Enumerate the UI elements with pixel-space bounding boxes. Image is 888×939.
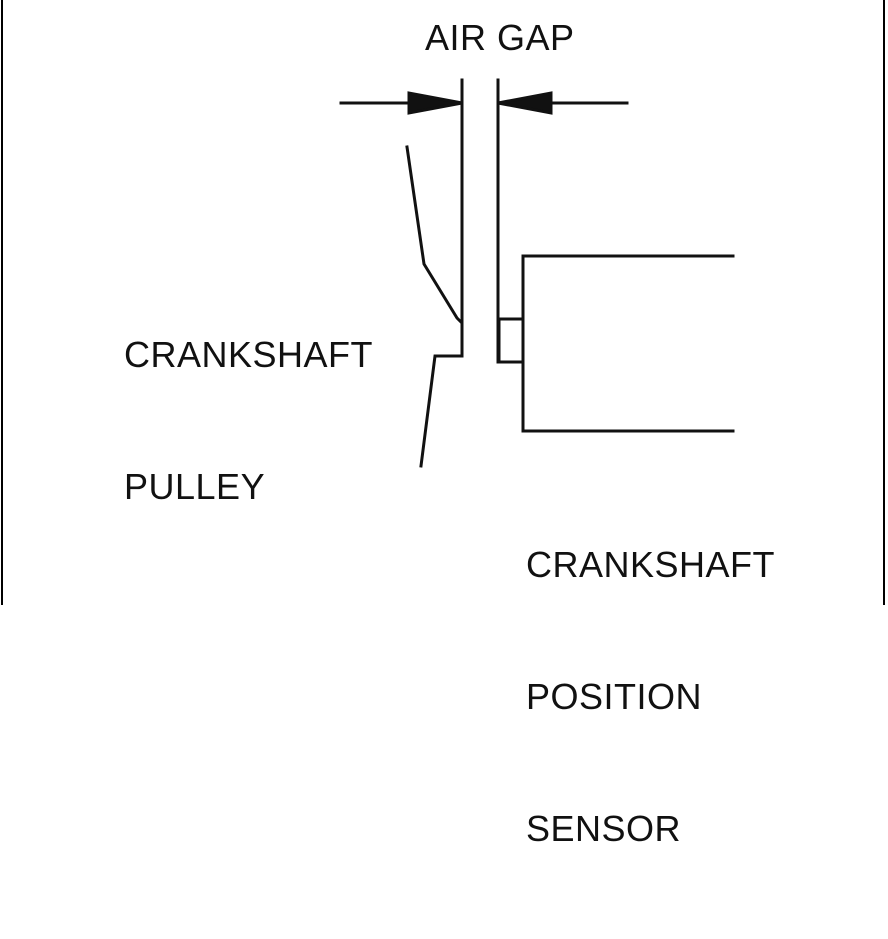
crankshaft-pulley-label-line2: PULLEY — [124, 466, 266, 507]
crankshaft-position-sensor-label: CRANKSHAFT POSITION SENSOR — [526, 455, 775, 939]
sensor-label-line2: POSITION — [526, 676, 703, 717]
left-border-line — [1, 0, 3, 605]
right-arrow-head — [497, 91, 553, 115]
right-border-line — [883, 0, 885, 605]
crankshaft-pulley-outline — [405, 145, 464, 468]
diagram-canvas: AIR GAP CRANKSHAFT PULLEY CRANKSHAFT POS… — [1, 0, 885, 849]
sensor-label-line3: SENSOR — [526, 808, 682, 849]
sensor-tip — [497, 317, 525, 364]
crankshaft-pulley-label: CRANKSHAFT PULLEY — [124, 245, 373, 597]
air-gap-label: AIR GAP — [425, 17, 575, 58]
sensor-label-line1: CRANKSHAFT — [526, 544, 776, 585]
air-gap-diagram — [339, 78, 735, 468]
left-arrow-head — [407, 91, 463, 115]
sensor-body-outline — [521, 254, 735, 433]
crankshaft-pulley-label-line1: CRANKSHAFT — [124, 334, 374, 375]
